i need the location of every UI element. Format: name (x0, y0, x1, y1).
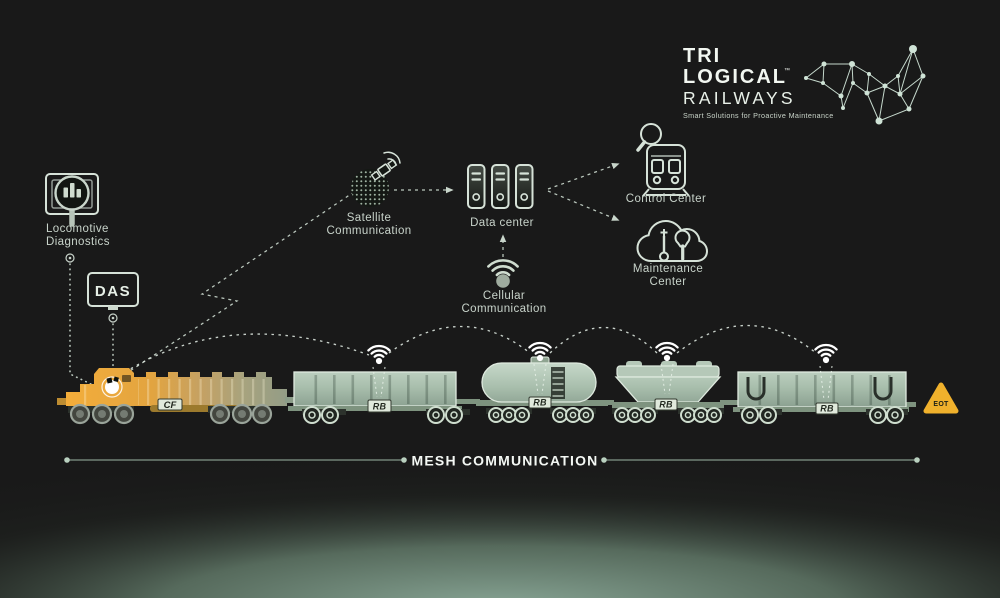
wifi-downlink (372, 366, 386, 398)
diagnostics-to-locomotive-line (69, 263, 96, 387)
das-monitor-icon (87, 272, 139, 310)
train-monitor-magnifier-icon (636, 123, 690, 197)
satellite-label-line1: Satellite (347, 212, 392, 224)
locomotive-diagnostics-node: Locomotive Diagnostics (45, 173, 110, 263)
wagon-badge: RB (528, 396, 552, 409)
wagon-gondola-2: RB (733, 365, 909, 424)
cloud-tools-icon (636, 219, 709, 262)
locomotive-diagnostics-label-line2: Diagnostics (46, 236, 110, 248)
coupler (454, 399, 480, 404)
satellite-icon (351, 151, 401, 207)
mesh-communication-rule: MESH COMMUNICATION (64, 453, 920, 469)
mesh-arcs (112, 324, 817, 381)
mesh-communication-label: MESH COMMUNICATION (412, 453, 599, 469)
wifi-downlink (533, 363, 547, 395)
wagon-tanker: RB (476, 356, 608, 423)
wagon-badge: RB (815, 402, 839, 415)
datacenter-to-controlcenter-arrow (547, 162, 620, 190)
maintenance-center-label-line2: Center (650, 276, 687, 288)
locomotive-to-satellite-link (112, 191, 355, 383)
eot-marker: EOT (923, 382, 959, 414)
cellular-node: Cellular Communication (461, 259, 546, 315)
diagnostics-monitor-magnifier-icon (45, 173, 99, 227)
wagon-hopper: RB (612, 361, 724, 423)
control-center-label: Control Center (626, 193, 706, 205)
logo-tagline: Smart Solutions for Proactive Maintenanc… (683, 111, 834, 120)
locomotive: CF (57, 368, 296, 425)
logo-trademark: ™ (784, 67, 790, 74)
train: CF (57, 341, 959, 425)
wifi-downlink (819, 365, 833, 401)
server-rack-icon (467, 164, 534, 209)
wagon-badge: RB (367, 399, 392, 413)
brand-logo: TRI LOGICAL ™ RAILWAYS Smart Solutions f… (683, 45, 926, 125)
satellite-label-line2: Communication (326, 225, 411, 237)
data-center-label: Data center (470, 217, 534, 229)
logo-line3: RAILWAYS (683, 88, 796, 108)
data-center-node: Data center (467, 164, 534, 229)
wrench-glyph (674, 229, 691, 261)
logo-line2: LOGICAL (683, 66, 787, 88)
maintenance-center-label-line1: Maintenance (633, 263, 703, 275)
coupler (604, 400, 614, 405)
maintenance-center-node: Maintenance Center (633, 219, 709, 288)
locomotive-sensor-light (101, 376, 123, 398)
screwdriver-glyph (659, 229, 669, 262)
eot-label: EOT (933, 401, 949, 408)
wifi-icon (367, 344, 391, 366)
logo-line1: TRI (683, 45, 721, 67)
wifi-downlink (660, 363, 674, 395)
satellite-node: Satellite Communication (326, 151, 411, 237)
svg-text:RB: RB (820, 404, 834, 414)
network-mesh-graphic-icon (804, 45, 926, 125)
coupler (904, 402, 916, 407)
wifi-icon (655, 341, 679, 363)
das-node: DAS (87, 272, 139, 323)
cellular-label-line2: Communication (461, 303, 546, 315)
das-label: DAS (95, 283, 131, 300)
locomotive-wheels (69, 403, 273, 425)
cellular-label-line1: Cellular (483, 290, 525, 302)
connectors (69, 162, 620, 387)
cellular-signal-icon (487, 259, 519, 288)
locomotive-badge: CF (157, 398, 183, 411)
locomotive-diagnostics-label-line1: Locomotive (46, 223, 109, 235)
connection-dot (65, 253, 75, 263)
datacenter-to-maintenance-arrow (547, 190, 620, 221)
bottom-glow (0, 420, 1000, 598)
coupler (720, 400, 740, 405)
connection-dot (108, 313, 118, 323)
control-center-node: Control Center (626, 123, 706, 205)
svg-text:RB: RB (373, 402, 387, 412)
svg-text:CF: CF (164, 400, 177, 411)
wagon-badge: RB (654, 398, 678, 411)
svg-text:RB: RB (533, 398, 547, 408)
svg-text:RB: RB (659, 400, 673, 410)
wagon-gondola-1: RB (288, 366, 470, 424)
wifi-icon (814, 343, 838, 365)
